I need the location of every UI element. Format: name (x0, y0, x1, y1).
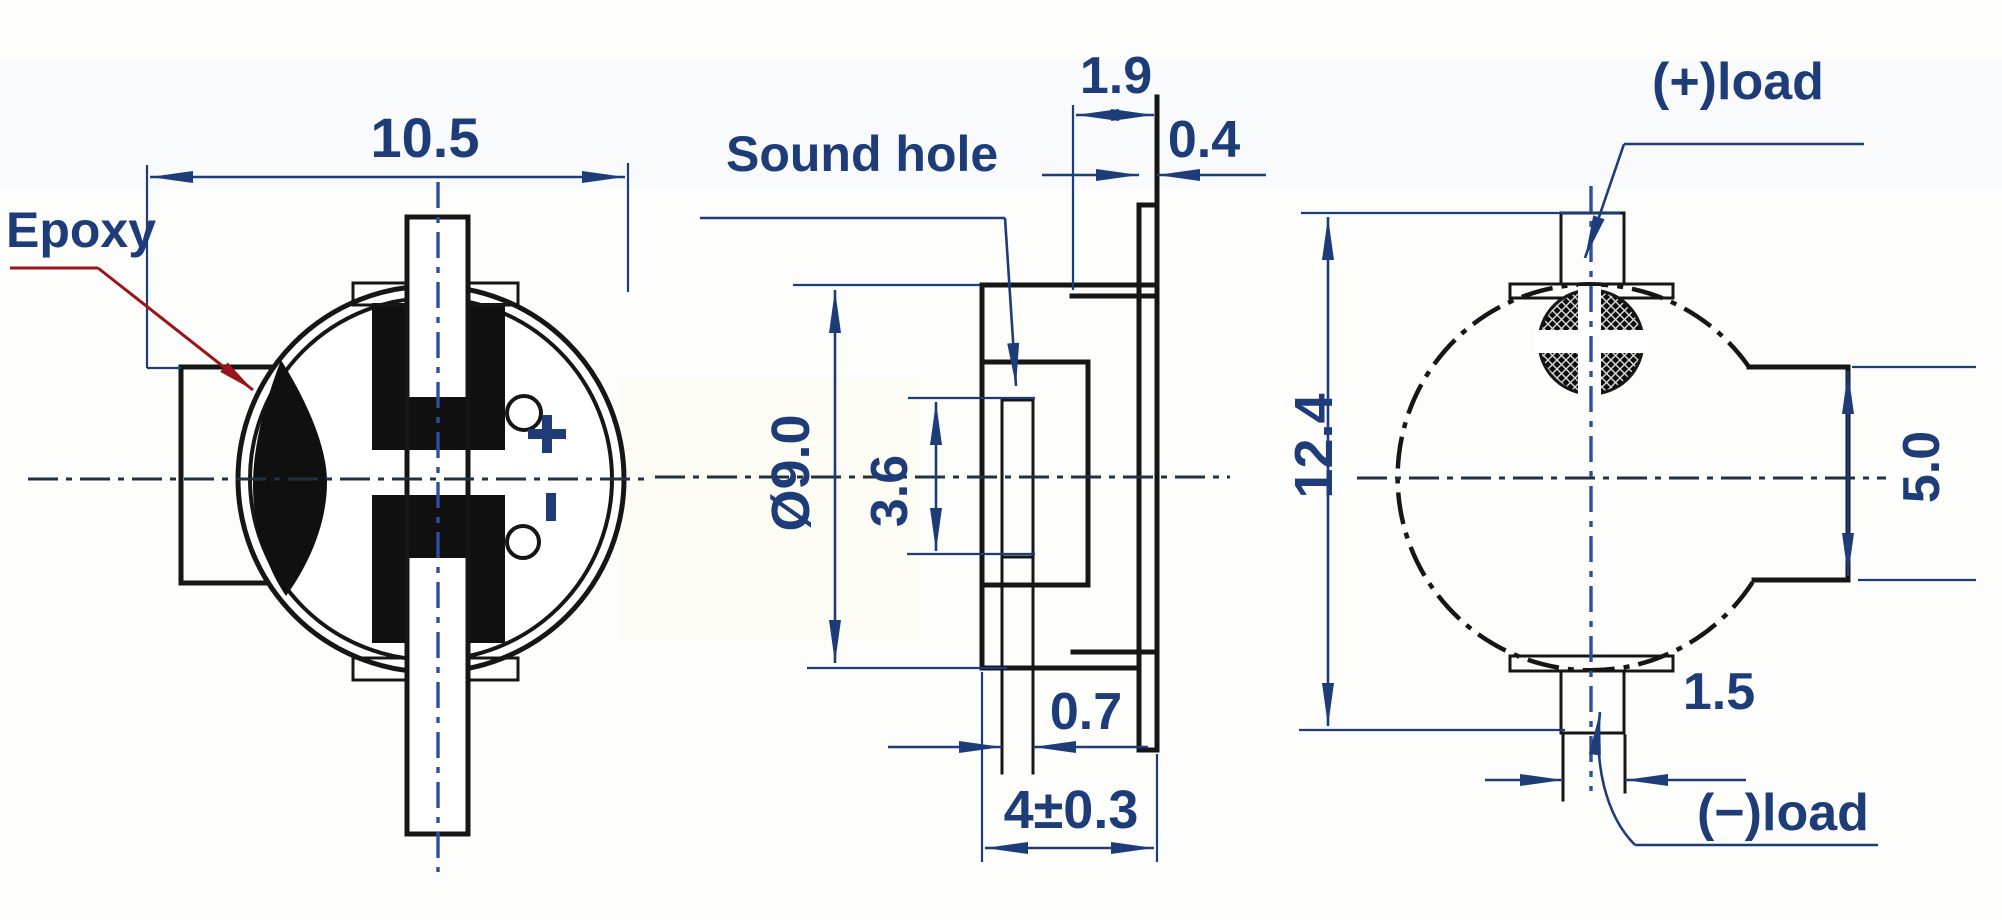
dim-sound-hole-text: 3.6 (861, 455, 919, 527)
dim-tab-thickness: 0.4 (1042, 111, 1266, 181)
dim-hole-wall: 0.7 (888, 683, 1148, 753)
epoxy-label: Epoxy (6, 202, 156, 258)
dim-pin-offset-text: 1.5 (1683, 663, 1755, 721)
dim-overall-width-text: 10.5 (371, 106, 480, 169)
dim-body-depth-text: 4±0.3 (1004, 780, 1139, 840)
dim-body-depth: 4±0.3 (980, 672, 1159, 862)
load-negative-callout: (−)load (1588, 711, 1878, 847)
dim-hole-wall-text: 0.7 (1050, 683, 1122, 741)
dim-terminal-height-text: 5.0 (1893, 431, 1951, 503)
sound-hole-label: Sound hole (726, 126, 998, 182)
front-view: 10.5 Epoxy (6, 106, 652, 872)
sound-hole-callout: Sound hole (700, 126, 1020, 387)
back-view: 12.4 5.0 1.5 (+)load (−)load (1284, 53, 1976, 847)
minus-mark (546, 493, 556, 521)
scan-tint-band (0, 60, 2002, 190)
dim-sound-hole: 3.6 (861, 396, 1035, 556)
side-body-outline (979, 94, 1160, 753)
dim-overall-height: 12.4 (1284, 211, 1620, 732)
front-pad-positive (505, 394, 543, 432)
dim-pin-offset: 1.5 (1485, 663, 1755, 802)
front-pad-negative (505, 524, 541, 560)
dim-terminal-height: 5.0 (1842, 365, 1976, 582)
side-view: Sound hole 1.9 0.4 Ø9.0 3.6 (655, 47, 1266, 862)
epoxy-callout: Epoxy (6, 202, 254, 392)
plus-mark (528, 415, 566, 453)
dim-body-diameter-text: Ø9.0 (761, 414, 821, 531)
dim-body-diameter: Ø9.0 (761, 283, 1007, 670)
dim-tab-depth-text: 1.9 (1080, 47, 1152, 105)
scan-tint-patch (620, 380, 920, 640)
load-positive-callout: (+)load (1583, 53, 1864, 259)
back-case-circle (1395, 282, 1756, 673)
dim-overall-width: 10.5 (145, 106, 630, 370)
dim-tab-depth: 1.9 (1071, 47, 1154, 290)
back-side-electrode (1746, 364, 1851, 583)
side-front-boss (979, 359, 1091, 588)
dim-tab-thickness-text: 0.4 (1168, 111, 1240, 169)
load-positive-label: (+)load (1652, 53, 1824, 111)
dim-overall-height-text: 12.4 (1284, 393, 1344, 498)
front-lead-outline (404, 214, 471, 837)
side-sound-hole (1000, 398, 1035, 775)
load-negative-label: (−)load (1697, 784, 1869, 842)
